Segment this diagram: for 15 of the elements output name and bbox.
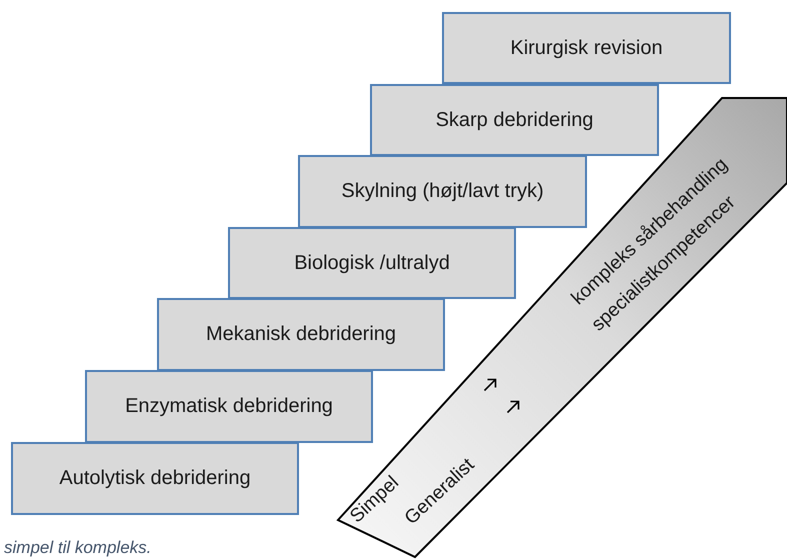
- step-label: Skarp debridering: [436, 108, 594, 132]
- step-box: [442, 12, 731, 84]
- step-label: Skylning (højt/lavt tryk): [341, 180, 544, 203]
- step-box: [11, 442, 299, 515]
- step-box: [157, 298, 445, 371]
- step-label: Kirurgisk revision: [510, 36, 663, 60]
- caption: simpel til kompleks.: [4, 538, 152, 558]
- step-box: [370, 84, 659, 156]
- step-box: [228, 227, 516, 299]
- step-box: [85, 370, 373, 443]
- step-box: [298, 155, 587, 228]
- step-label: Biologisk /ultralyd: [294, 252, 450, 274]
- step-label: Autolytisk debridering: [59, 467, 251, 490]
- step-label: Mekanisk debridering: [206, 323, 396, 346]
- step-label: Enzymatisk debridering: [125, 395, 333, 418]
